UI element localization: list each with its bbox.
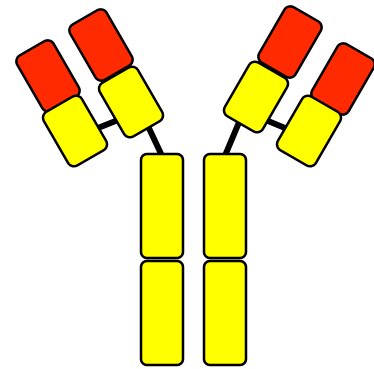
right-fab-arm [221,4,374,169]
fc-region [141,154,246,365]
right-heavy-chain-ch3-domain [204,261,246,365]
left-heavy-chain-ch3-domain [141,261,183,365]
left-heavy-chain-ch2-domain [141,154,183,258]
left-fab-arm [14,7,166,169]
right-heavy-chain-ch2-domain [204,154,246,258]
right-hinge-line [224,120,240,158]
